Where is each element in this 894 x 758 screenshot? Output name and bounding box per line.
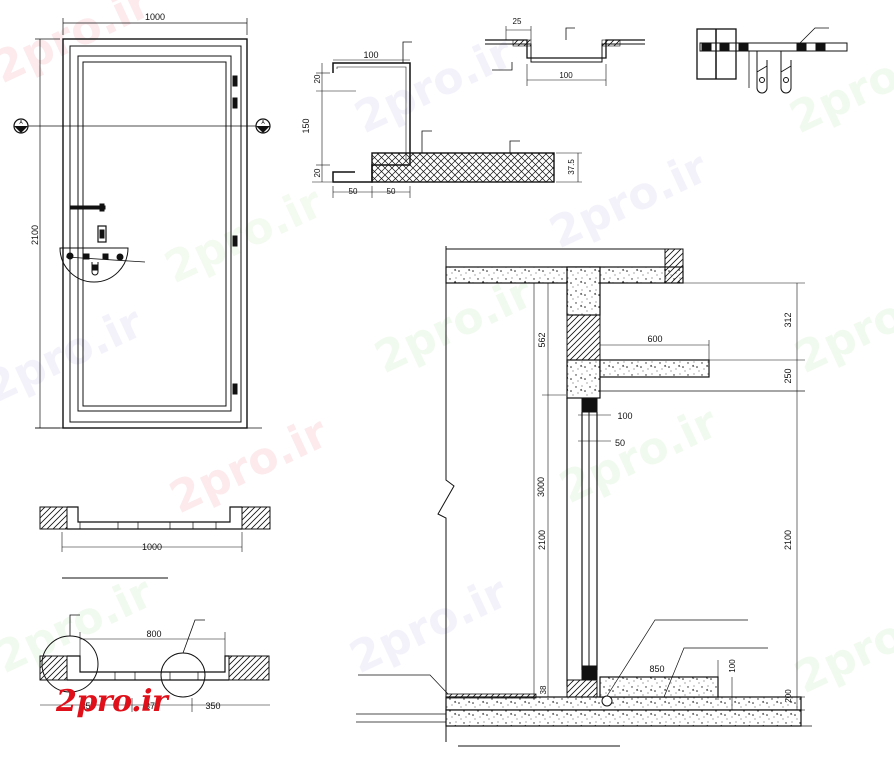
section-dim-label: 3000 [536,477,546,497]
channel-bottom-label: 100 [559,71,573,80]
profile-dim-label: 37.5 [567,159,576,175]
section-dim-label: 850 [649,664,664,674]
site-logo: 2pro.ir [56,684,168,719]
section-dim-label: 38 [539,685,548,694]
profile-dim-label: 50 [349,187,358,196]
section-dim-label: 50 [615,438,625,448]
section-dim-label: 2100 [537,530,547,550]
section-marker-right [255,118,271,134]
profile-dim-label: 50 [387,187,396,196]
door-width-label: 1000 [145,12,165,22]
section-dim-label: 2100 [783,530,793,550]
door-height-label: 2100 [30,225,40,245]
section-dim-label: 100 [617,411,632,421]
plan-inner-label: 800 [146,629,161,639]
profile-dim-label: 20 [313,168,322,177]
top-profile-detail [485,26,645,86]
profile-dim-label: 20 [313,74,322,83]
section-dim-label: 312 [783,312,793,327]
section-dim-label: 200 [784,689,793,703]
plan-left-label-2: 37 [145,701,155,711]
profile-top-label: 100 [363,50,378,60]
plan-right-label: 350 [205,701,220,711]
profile-dim-label: 150 [301,118,311,133]
channel-top-label: 25 [513,17,522,26]
plan-detail-top [39,506,271,579]
section-dim-label: 250 [783,368,793,383]
plan-left-label: 350 [80,701,95,711]
section-mark-label: A [261,120,265,126]
door-section [356,246,812,747]
plan-detail-bottom [39,614,270,712]
door-elevation [28,18,262,429]
plan-width-label: 1000 [142,542,162,552]
section-dim-label: 100 [728,659,737,673]
frame-profile-detail [312,41,582,198]
section-dim-label: 562 [537,332,547,347]
section-dim-label: 600 [647,334,662,344]
section-mark-label: A [19,120,23,126]
section-marker-left [13,118,29,134]
hinge-detail [696,27,848,94]
